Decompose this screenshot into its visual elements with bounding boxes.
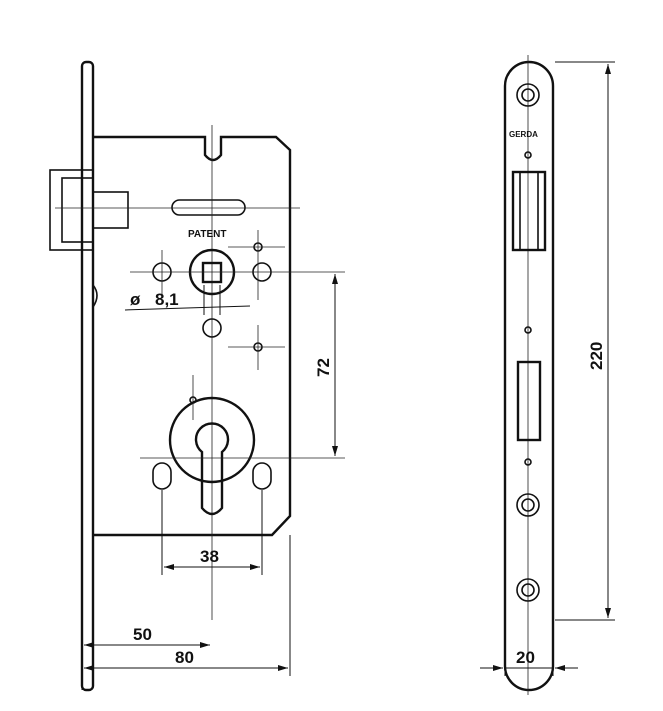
svg-text:72: 72 [314, 358, 333, 377]
dimension-20: 20 [480, 648, 578, 676]
bolt-opening [516, 360, 542, 442]
side-faceplate [80, 60, 95, 692]
svg-text:220: 220 [587, 342, 606, 370]
svg-text:38: 38 [200, 547, 219, 566]
dimension-220: 220 [555, 61, 615, 621]
side-view: PATENT ø [49, 60, 345, 692]
slot [171, 199, 246, 216]
brand-label: GERDA [509, 130, 538, 139]
latch-opening [511, 170, 547, 252]
dimension-72: 72 [314, 274, 338, 456]
front-faceplate [503, 60, 555, 692]
svg-text:50: 50 [133, 625, 152, 644]
latch-bolt [49, 169, 129, 251]
svg-text:80: 80 [175, 648, 194, 667]
dimension-8-1: ø 8,1 [124, 285, 251, 315]
svg-text:20: 20 [516, 648, 535, 667]
lock-body [93, 135, 292, 537]
cylinder-cutout [140, 375, 345, 516]
svg-text:8,1: 8,1 [155, 290, 179, 309]
svg-text:ø: ø [130, 290, 141, 309]
dimension-38: 38 [161, 490, 263, 575]
latch-spring [92, 284, 98, 308]
patent-label: PATENT [188, 229, 227, 240]
spindle-hub [130, 230, 345, 370]
front-view: GERDA 220 20 [480, 55, 615, 695]
dimension-50-80: 50 80 [81, 535, 291, 690]
